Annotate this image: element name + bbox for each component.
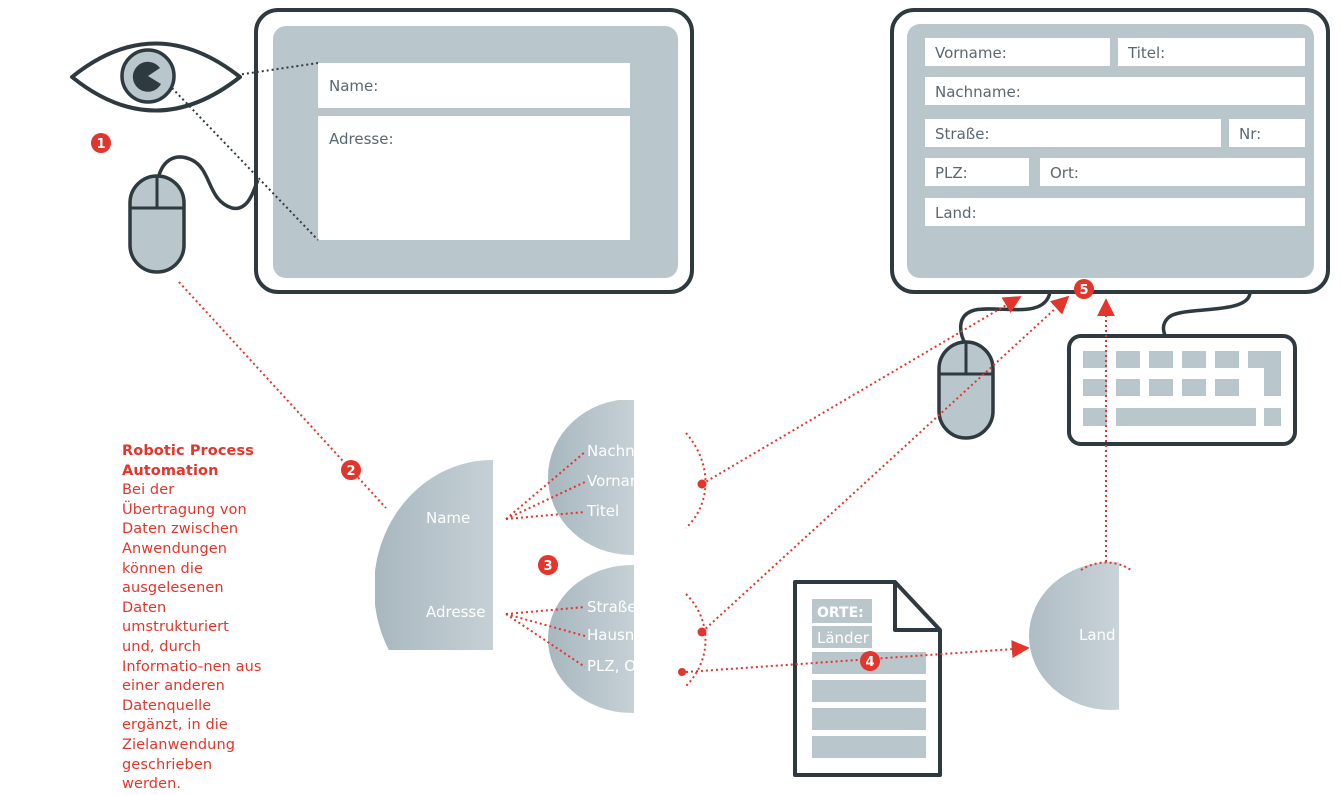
node-address-group: Straße Hausnr. PLZ, Ort bbox=[548, 565, 648, 713]
side-caption-title: Robotic Process Automation bbox=[122, 443, 254, 479]
node-name-address: Name Adresse bbox=[375, 460, 493, 650]
svg-text:5: 5 bbox=[1079, 283, 1088, 298]
eye-sight-lines bbox=[171, 62, 319, 241]
target-land-label: Land: bbox=[935, 204, 977, 222]
target-strasse-label: Straße: bbox=[935, 125, 990, 143]
node-adresse-label: Adresse bbox=[426, 603, 485, 621]
node-land: Land bbox=[1029, 562, 1119, 710]
target-nr-field[interactable]: Nr: bbox=[1229, 119, 1305, 147]
target-monitor: Vorname: Titel: Nachname: Straße: Nr: PL… bbox=[890, 8, 1330, 294]
target-vorname-label: Vorname: bbox=[935, 44, 1007, 62]
node-plzort-label: PLZ, Ort bbox=[587, 657, 648, 675]
node-nachname-label: Nachname bbox=[587, 442, 668, 460]
keyboard-icon bbox=[1067, 291, 1297, 446]
target-ort-field[interactable]: Ort: bbox=[1040, 158, 1305, 186]
target-ort-label: Ort: bbox=[1050, 164, 1079, 182]
node-name-group: Nachname Vorname Titel bbox=[548, 400, 668, 555]
target-nachname-field[interactable]: Nachname: bbox=[925, 77, 1305, 105]
target-titel-label: Titel: bbox=[1127, 44, 1165, 62]
eye-icon bbox=[70, 41, 242, 113]
svg-text:3: 3 bbox=[543, 559, 552, 574]
node-land-label: Land bbox=[1079, 626, 1116, 644]
datasource-header: ORTE: bbox=[817, 605, 864, 621]
target-strasse-field[interactable]: Straße: bbox=[925, 119, 1221, 147]
target-nr-label: Nr: bbox=[1239, 125, 1261, 143]
source-mouse-icon bbox=[128, 155, 260, 274]
flow-dots bbox=[678, 479, 707, 676]
target-titel-field[interactable]: Titel: bbox=[1118, 38, 1305, 66]
svg-text:2: 2 bbox=[346, 464, 355, 479]
source-monitor: Name: Adresse: bbox=[254, 8, 694, 294]
target-plz-field[interactable]: PLZ: bbox=[925, 158, 1029, 186]
side-caption-body: Bei der Übertragung von Daten zwischen A… bbox=[122, 482, 262, 793]
step-5-badge: 5 bbox=[1074, 279, 1094, 299]
node-vorname-label: Vorname bbox=[587, 472, 654, 490]
step-3-badge: 3 bbox=[538, 555, 558, 575]
source-name-field[interactable]: Name: bbox=[318, 63, 630, 108]
datasource-document-icon: ORTE: Länder bbox=[793, 580, 942, 777]
node-titel-label: Titel bbox=[586, 502, 619, 520]
source-address-label: Adresse: bbox=[329, 130, 394, 148]
source-name-label: Name: bbox=[329, 77, 378, 95]
node-hausnr-label: Hausnr. bbox=[587, 626, 644, 644]
target-plz-label: PLZ: bbox=[935, 164, 968, 182]
svg-text:4: 4 bbox=[865, 655, 874, 670]
node-strasse-label: Straße bbox=[587, 598, 636, 616]
step-2-badge: 2 bbox=[341, 460, 361, 480]
target-nachname-label: Nachname: bbox=[935, 83, 1021, 101]
source-address-field[interactable]: Adresse: bbox=[318, 116, 630, 240]
target-land-field[interactable]: Land: bbox=[925, 198, 1305, 226]
flow-lines bbox=[178, 281, 1132, 687]
step-1-badge: 1 bbox=[91, 133, 111, 153]
target-vorname-field[interactable]: Vorname: bbox=[925, 38, 1110, 66]
svg-text:1: 1 bbox=[96, 137, 105, 152]
side-caption: Robotic Process Automation Bei der Übert… bbox=[122, 442, 262, 795]
node-name-label: Name bbox=[426, 509, 470, 527]
datasource-row1: Länder bbox=[817, 629, 870, 647]
step-4-badge: 4 bbox=[860, 651, 880, 671]
